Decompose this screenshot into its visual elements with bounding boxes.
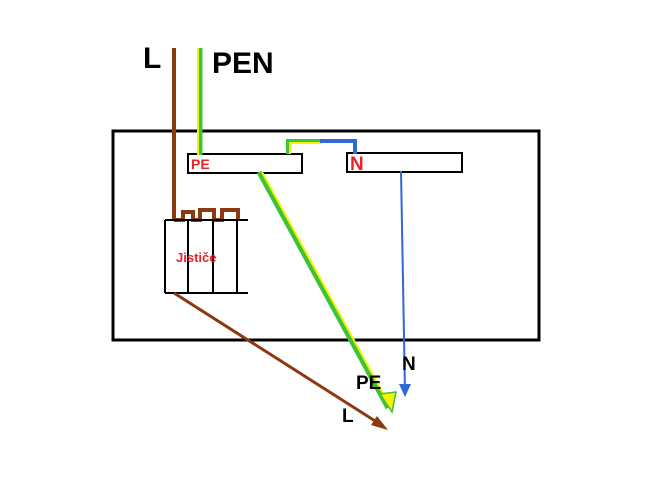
outgoing-pe-label: PE	[356, 373, 381, 394]
pen-bridge-earth	[286, 139, 322, 154]
distribution-box	[111, 129, 541, 342]
n-busbar-label: N	[350, 154, 364, 175]
pen-bridge-earth-stripe	[289, 142, 322, 154]
incoming-pen-label: PEN	[212, 47, 274, 80]
outgoing-pe-wire-stripe	[261, 171, 392, 409]
circuit-breakers	[164, 219, 248, 294]
outgoing-n-label: N	[402, 354, 416, 375]
outgoing-phase-wire	[173, 291, 384, 428]
outgoing-phase-arrowhead	[371, 416, 388, 430]
pe-busbar-label: PE	[191, 156, 210, 172]
breakers-label: Jističe	[176, 250, 216, 265]
outgoing-pe-wire	[256, 170, 391, 410]
pe-busbar	[187, 153, 303, 174]
outgoing-phase-label: L	[342, 406, 354, 427]
outgoing-pe-arrowhead	[378, 391, 397, 414]
outgoing-n-arrowhead	[399, 384, 411, 397]
pen-bridge-neutral	[320, 139, 357, 154]
n-busbar	[346, 152, 463, 173]
breaker-jumpers	[174, 208, 240, 222]
incoming-phase-label: L	[143, 42, 161, 75]
outgoing-n-wire	[400, 170, 406, 393]
